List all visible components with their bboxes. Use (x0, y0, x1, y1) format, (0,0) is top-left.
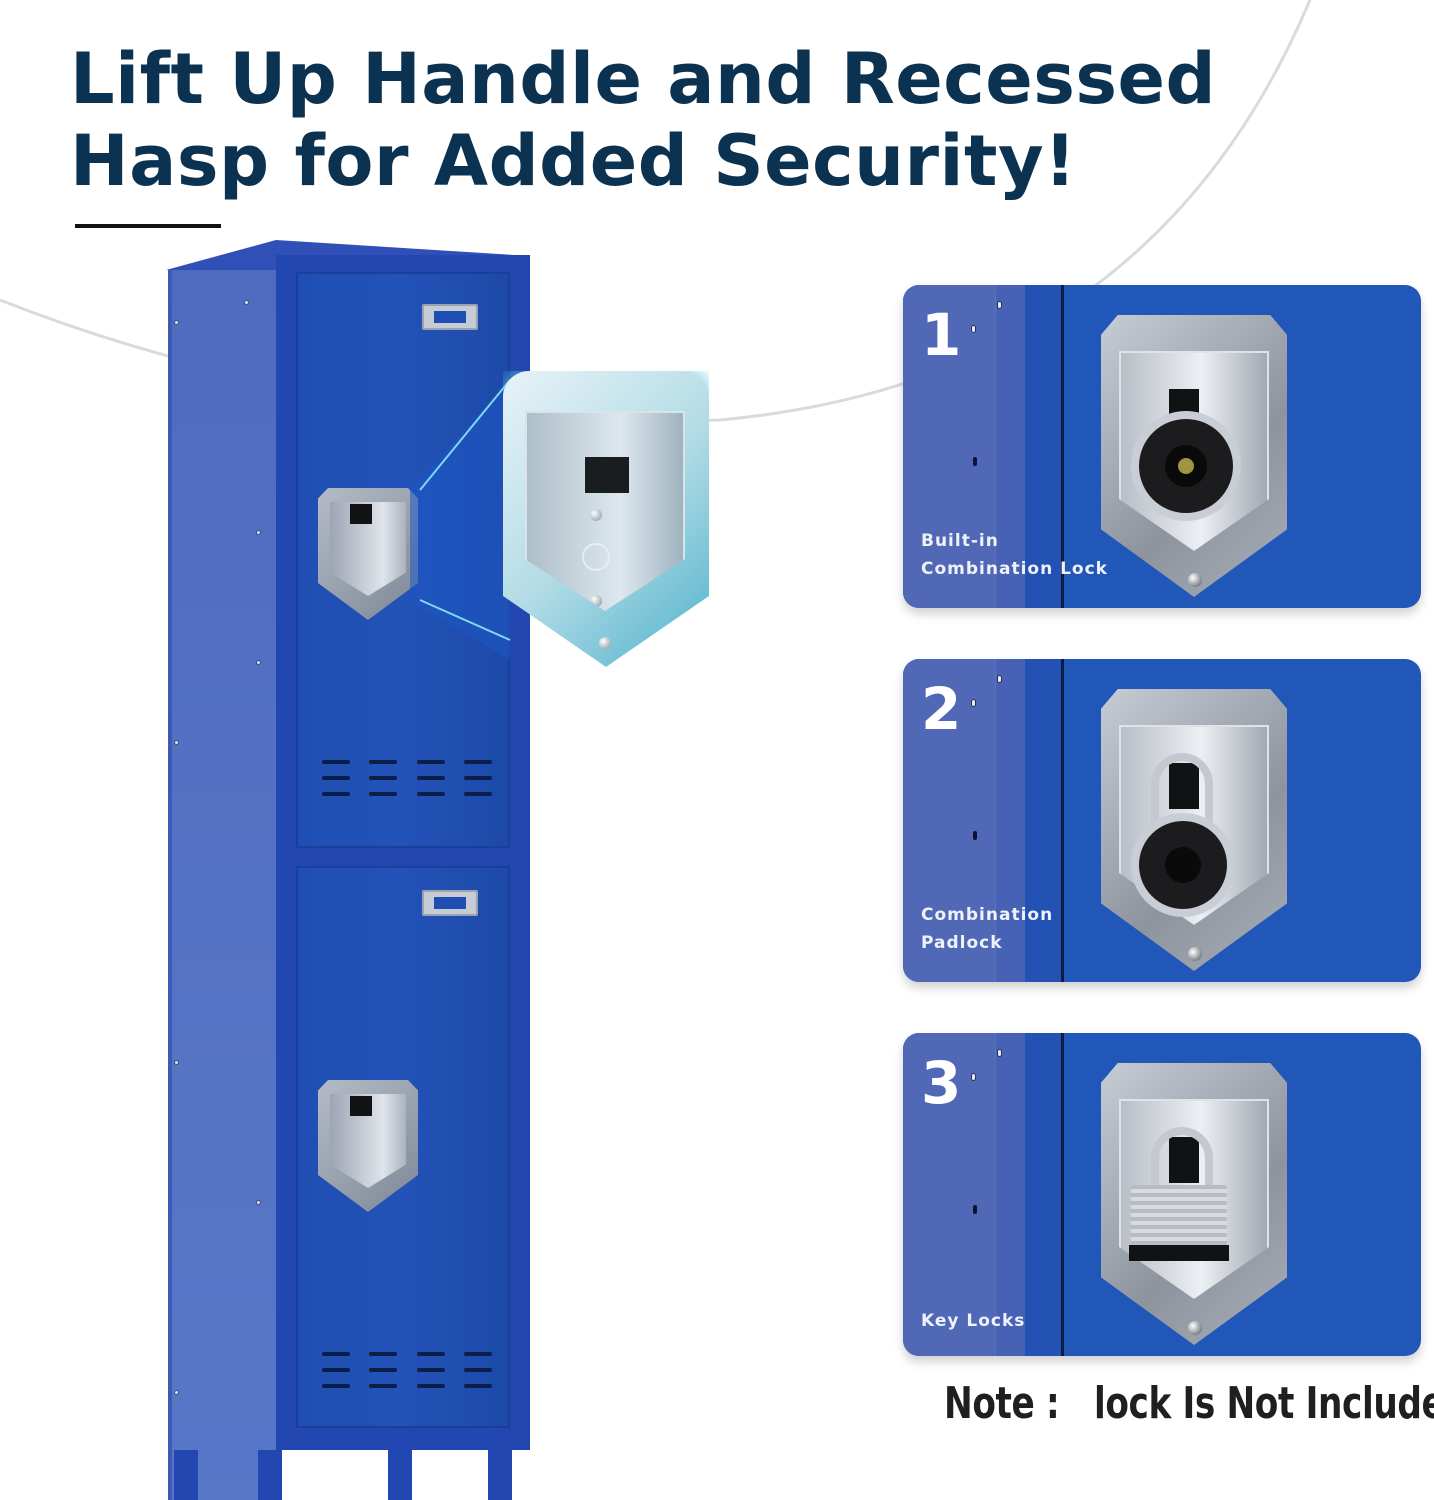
screw-icon (971, 325, 976, 333)
recessed-hasp-icon[interactable] (318, 488, 418, 620)
screw-icon (174, 1060, 179, 1065)
bolt-icon (590, 509, 602, 521)
hole-icon (973, 1205, 977, 1214)
hasp-recess (525, 411, 685, 611)
leg (258, 1450, 282, 1500)
nameplate-icon (422, 890, 478, 916)
card-label-line-2: Padlock (921, 933, 1003, 953)
bolt-icon (1188, 1321, 1202, 1335)
screw-icon (971, 1073, 976, 1081)
headline-line-1: Lift Up Handle and Recessed (70, 38, 1217, 120)
card-label-line-2: Combination Lock (921, 559, 1108, 579)
card-label: Key Locks (921, 1311, 1026, 1331)
hole-icon (973, 457, 977, 466)
padlock-base (1129, 1245, 1229, 1261)
bolt-icon (599, 637, 611, 649)
headline-divider (75, 224, 221, 228)
leg (174, 1450, 198, 1500)
locker-door-upper[interactable] (296, 272, 510, 848)
screw-icon (244, 300, 249, 305)
screw-icon (997, 301, 1002, 309)
locker-side-panel (168, 270, 278, 1500)
combination-padlock-icon (1131, 813, 1235, 917)
combination-dial-lock-icon (1131, 411, 1241, 521)
locker-illustration (166, 240, 530, 1500)
card-number: 2 (921, 675, 962, 743)
leg (388, 1450, 412, 1500)
vent-slots-icon (322, 1352, 492, 1400)
recessed-hasp-plate (1101, 689, 1287, 971)
lock-hole-icon (582, 543, 610, 571)
card-label-line-1: Built-in (921, 531, 999, 551)
screw-icon (256, 660, 261, 665)
padlock-shackle-icon (1151, 1127, 1213, 1191)
card-number: 1 (921, 301, 962, 369)
card-label-line-1: Combination (921, 905, 1054, 925)
padlock-shackle-icon (1151, 753, 1213, 823)
vent-slots-icon (322, 760, 492, 808)
headline: Lift Up Handle and Recessed Hasp for Add… (70, 38, 1216, 202)
locker-door-lower[interactable] (296, 866, 510, 1428)
nameplate-icon (422, 304, 478, 330)
screw-icon (997, 675, 1002, 683)
screw-icon (174, 740, 179, 745)
lock-option-card-3: 3 Key Locks (903, 1033, 1421, 1356)
screw-icon (256, 530, 261, 535)
hasp-latch-icon (585, 457, 629, 493)
keyed-padlock-icon (1131, 1185, 1227, 1247)
card-number: 3 (921, 1049, 962, 1117)
screw-icon (256, 1200, 261, 1205)
lock-not-included-note: Note : lock Is Not Include (944, 1378, 1434, 1429)
recessed-hasp-plate (1101, 1063, 1287, 1345)
bolt-icon (590, 595, 602, 607)
screw-icon (997, 1049, 1002, 1057)
headline-line-2: Hasp for Added Security! (70, 120, 1077, 202)
screw-icon (174, 1390, 179, 1395)
recessed-hasp-icon[interactable] (318, 1080, 418, 1212)
recessed-hasp-plate (1101, 315, 1287, 597)
screw-icon (174, 320, 179, 325)
bolt-icon (1188, 573, 1202, 587)
leg (488, 1450, 512, 1500)
hole-icon (973, 831, 977, 840)
lock-option-card-2: 2 Combination Padlock (903, 659, 1421, 982)
bolt-icon (1188, 947, 1202, 961)
lock-option-card-1: 1 Built-in Combination Lock (903, 285, 1421, 608)
hasp-zoom-callout (503, 371, 709, 667)
screw-icon (971, 699, 976, 707)
